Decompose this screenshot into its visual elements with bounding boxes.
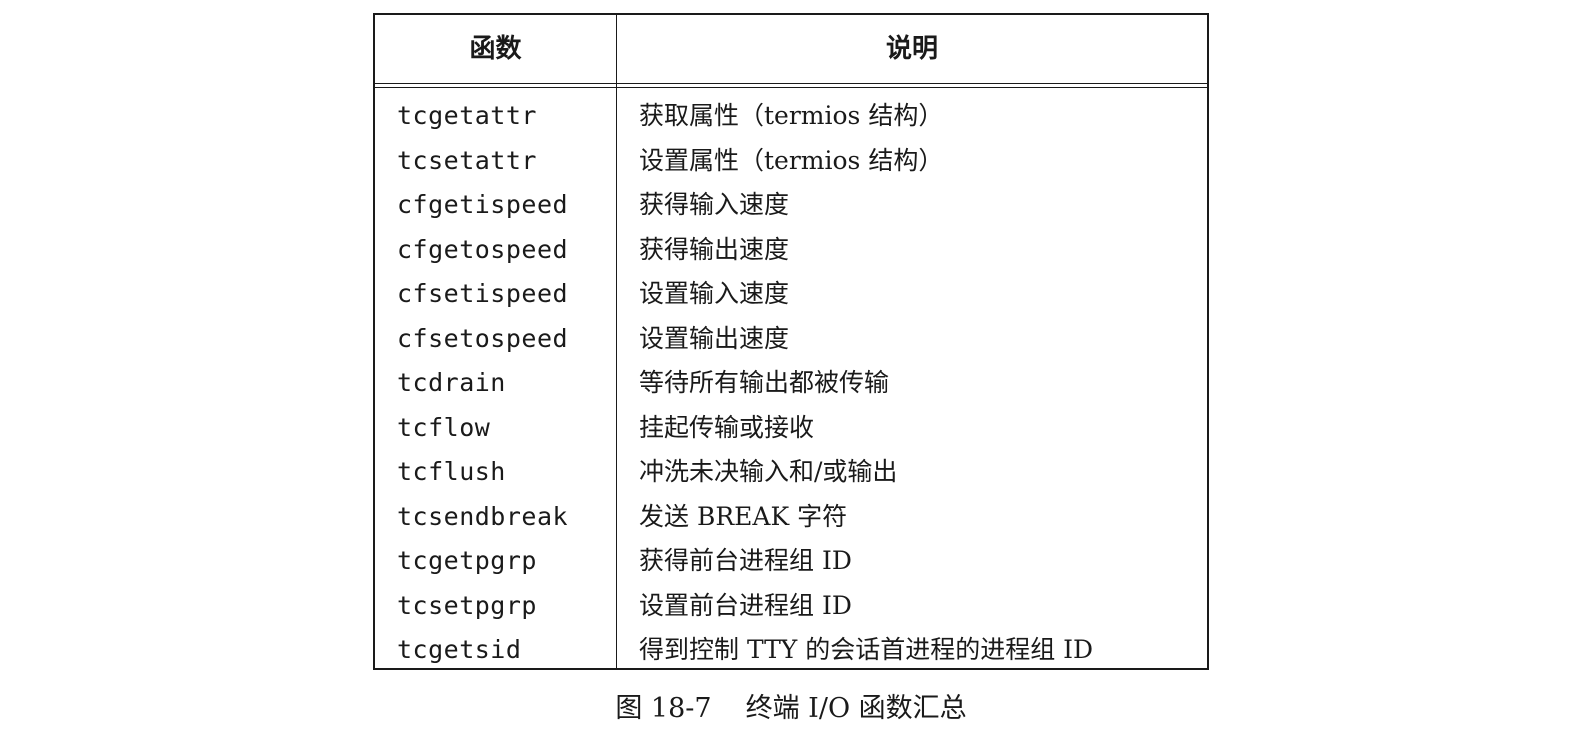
figure-number: 图 18-7 xyxy=(615,693,712,724)
function-description: 挂起传输或接收 xyxy=(639,412,815,442)
table-row: tcgetsid 得到控制 TTY 的会话首进程的进程组 ID xyxy=(375,628,1207,673)
header-function: 函数 xyxy=(469,34,522,64)
table-row: tcgetpgrp 获得前台进程组 ID xyxy=(375,539,1207,584)
function-description: 获得前台进程组 ID xyxy=(639,546,852,575)
function-name: tcgetpgrp xyxy=(397,546,537,575)
header-description: 说明 xyxy=(885,34,938,64)
figure-title: 终端 I/O 函数汇总 xyxy=(745,693,967,724)
function-name: tcsetpgrp xyxy=(397,590,537,620)
table-row: tcsendbreak 发送 BREAK 字符 xyxy=(375,495,1207,540)
function-name: tcflush xyxy=(397,457,506,486)
table-header-row: 函数 说明 xyxy=(375,15,1207,84)
function-description: 设置输出速度 xyxy=(639,323,790,353)
function-name: tcgetattr xyxy=(397,101,537,130)
table-row: cfsetispeed 设置输入速度 xyxy=(375,272,1207,317)
figure-caption: 图 18-7 终端 I/O 函数汇总 xyxy=(373,684,1209,734)
function-description: 等待所有输出都被传输 xyxy=(639,368,890,397)
function-description: 得到控制 TTY 的会话首进程的进程组 ID xyxy=(639,635,1094,664)
table-row: cfsetospeed 设置输出速度 xyxy=(375,317,1207,362)
function-description: 冲洗未决输入和/或输出 xyxy=(639,457,898,486)
function-table: 函数 说明 tcgetattr 获取属性（termios 结构） tcsetat… xyxy=(373,13,1209,670)
table-body: tcgetattr 获取属性（termios 结构） tcsetattr 设置属… xyxy=(375,94,1207,673)
function-description: 获取属性（termios 结构） xyxy=(639,101,944,130)
header-double-rule xyxy=(375,87,1207,88)
table-row: cfgetospeed 获得输出速度 xyxy=(375,228,1207,273)
function-name: tcdrain xyxy=(397,368,506,397)
table-row: tcgetattr 获取属性（termios 结构） xyxy=(375,94,1207,139)
function-name: tcsetattr xyxy=(397,145,537,175)
function-description: 获得输出速度 xyxy=(639,234,790,264)
table-row: cfgetispeed 获得输入速度 xyxy=(375,183,1207,228)
function-description: 获得输入速度 xyxy=(639,190,790,219)
table-row: tcflow 挂起传输或接收 xyxy=(375,406,1207,451)
table-row: tcdrain 等待所有输出都被传输 xyxy=(375,361,1207,406)
function-name: tcsendbreak xyxy=(397,501,569,531)
function-name: cfgetospeed xyxy=(397,234,569,264)
function-description: 设置输入速度 xyxy=(639,279,790,308)
column-divider xyxy=(616,15,617,668)
function-name: cfsetospeed xyxy=(397,323,569,353)
function-description: 设置属性（termios 结构） xyxy=(639,145,944,175)
table-row: tcsetattr 设置属性（termios 结构） xyxy=(375,139,1207,184)
function-name: tcflow xyxy=(397,412,491,442)
function-name: tcgetsid xyxy=(397,635,522,664)
table-row: tcflush 冲洗未决输入和/或输出 xyxy=(375,450,1207,495)
function-name: cfgetispeed xyxy=(397,190,569,219)
function-description: 发送 BREAK 字符 xyxy=(639,501,848,531)
function-name: cfsetispeed xyxy=(397,279,569,308)
table-row: tcsetpgrp 设置前台进程组 ID xyxy=(375,584,1207,629)
function-description: 设置前台进程组 ID xyxy=(639,590,852,620)
